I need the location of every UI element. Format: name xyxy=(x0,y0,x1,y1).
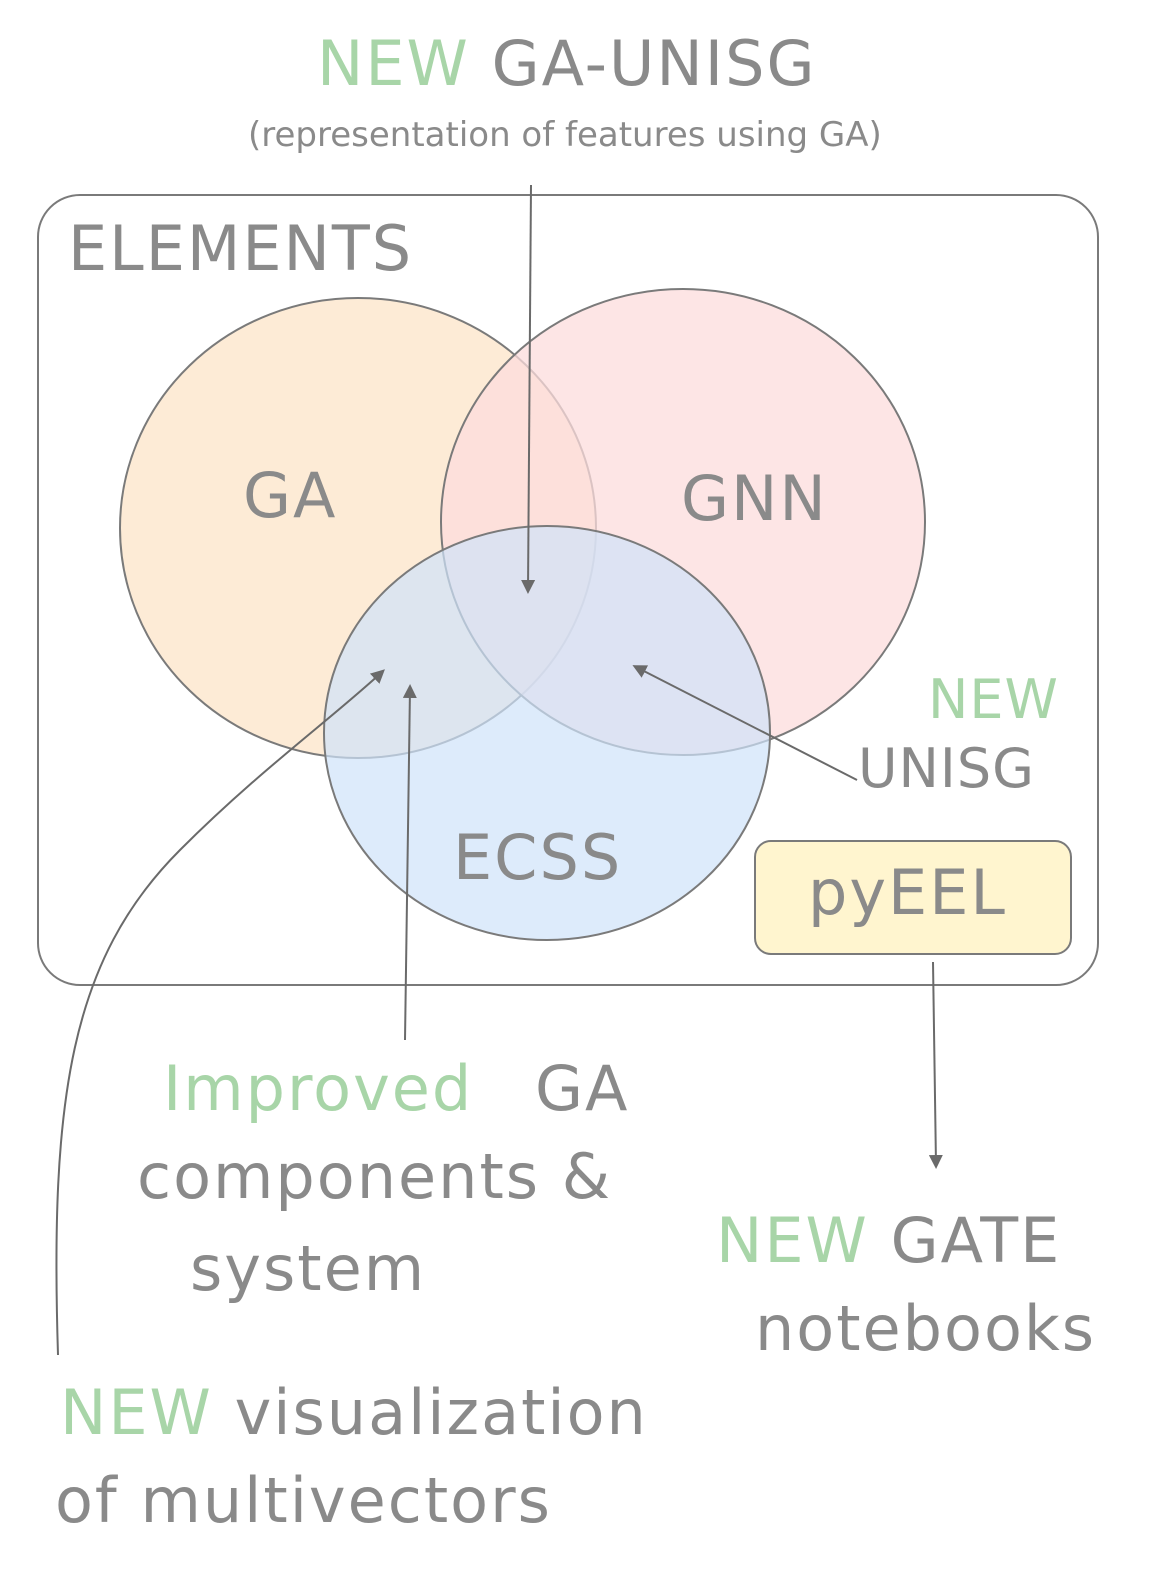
unisg-label: UNISG xyxy=(858,737,1035,800)
improved-tag: Improved xyxy=(163,1052,474,1125)
viz-new-tag: NEW xyxy=(60,1376,213,1449)
elements-label: ELEMENTS xyxy=(68,212,414,285)
ga-unisg-title: GA-UNISG xyxy=(491,27,817,100)
pyeel-label: pyEEL xyxy=(808,856,1007,929)
gnn-label: GNN xyxy=(681,462,828,535)
gate-label: GATE xyxy=(890,1204,1062,1277)
ga-unisg-new-tag: NEW xyxy=(317,27,470,100)
improved-line2: components & xyxy=(137,1140,613,1213)
visualization-arrow xyxy=(55,669,385,1356)
improved-ga-arrow xyxy=(402,684,417,1041)
unisg-arrow xyxy=(632,665,858,781)
unisg-new-tag: NEW xyxy=(928,668,1059,731)
viz-line1: NEW visualization xyxy=(60,1382,648,1444)
ecss-label: ECSS xyxy=(453,821,623,894)
ga-label: GA xyxy=(243,459,338,532)
gate-new-tag: NEW xyxy=(716,1204,869,1277)
pyeel-box xyxy=(754,840,1072,955)
gate-line1: NEW GATE xyxy=(716,1210,1061,1272)
pyeel-arrow xyxy=(928,961,943,1169)
ecss-circle xyxy=(323,525,771,941)
ga-unisg-subtitle: (representation of features using GA) xyxy=(248,115,882,155)
improved-line3: system xyxy=(190,1232,427,1305)
top-title: NEW GA-UNISG xyxy=(317,33,817,95)
ga-unisg-arrow xyxy=(521,184,536,594)
improved-ga: GA xyxy=(535,1052,630,1125)
viz-label: visualization xyxy=(234,1376,648,1449)
improved-line1: Improved GA xyxy=(163,1058,629,1120)
elements-box xyxy=(37,194,1099,986)
gate-line2: notebooks xyxy=(755,1292,1097,1365)
viz-line2: of multivectors xyxy=(55,1464,552,1537)
